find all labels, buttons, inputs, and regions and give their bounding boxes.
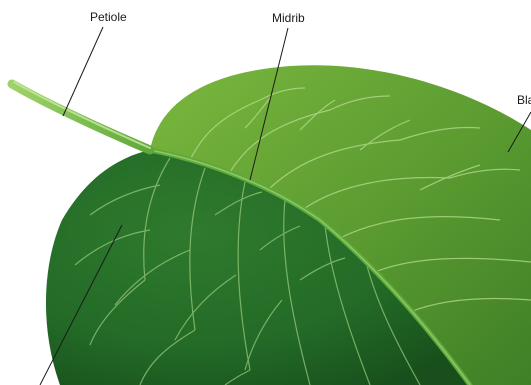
midrib-label: Midrib: [272, 11, 305, 25]
petiole-leader-line: [63, 27, 103, 116]
blade-label: Blade: [517, 93, 531, 107]
petiole-label: Petiole: [90, 10, 127, 24]
